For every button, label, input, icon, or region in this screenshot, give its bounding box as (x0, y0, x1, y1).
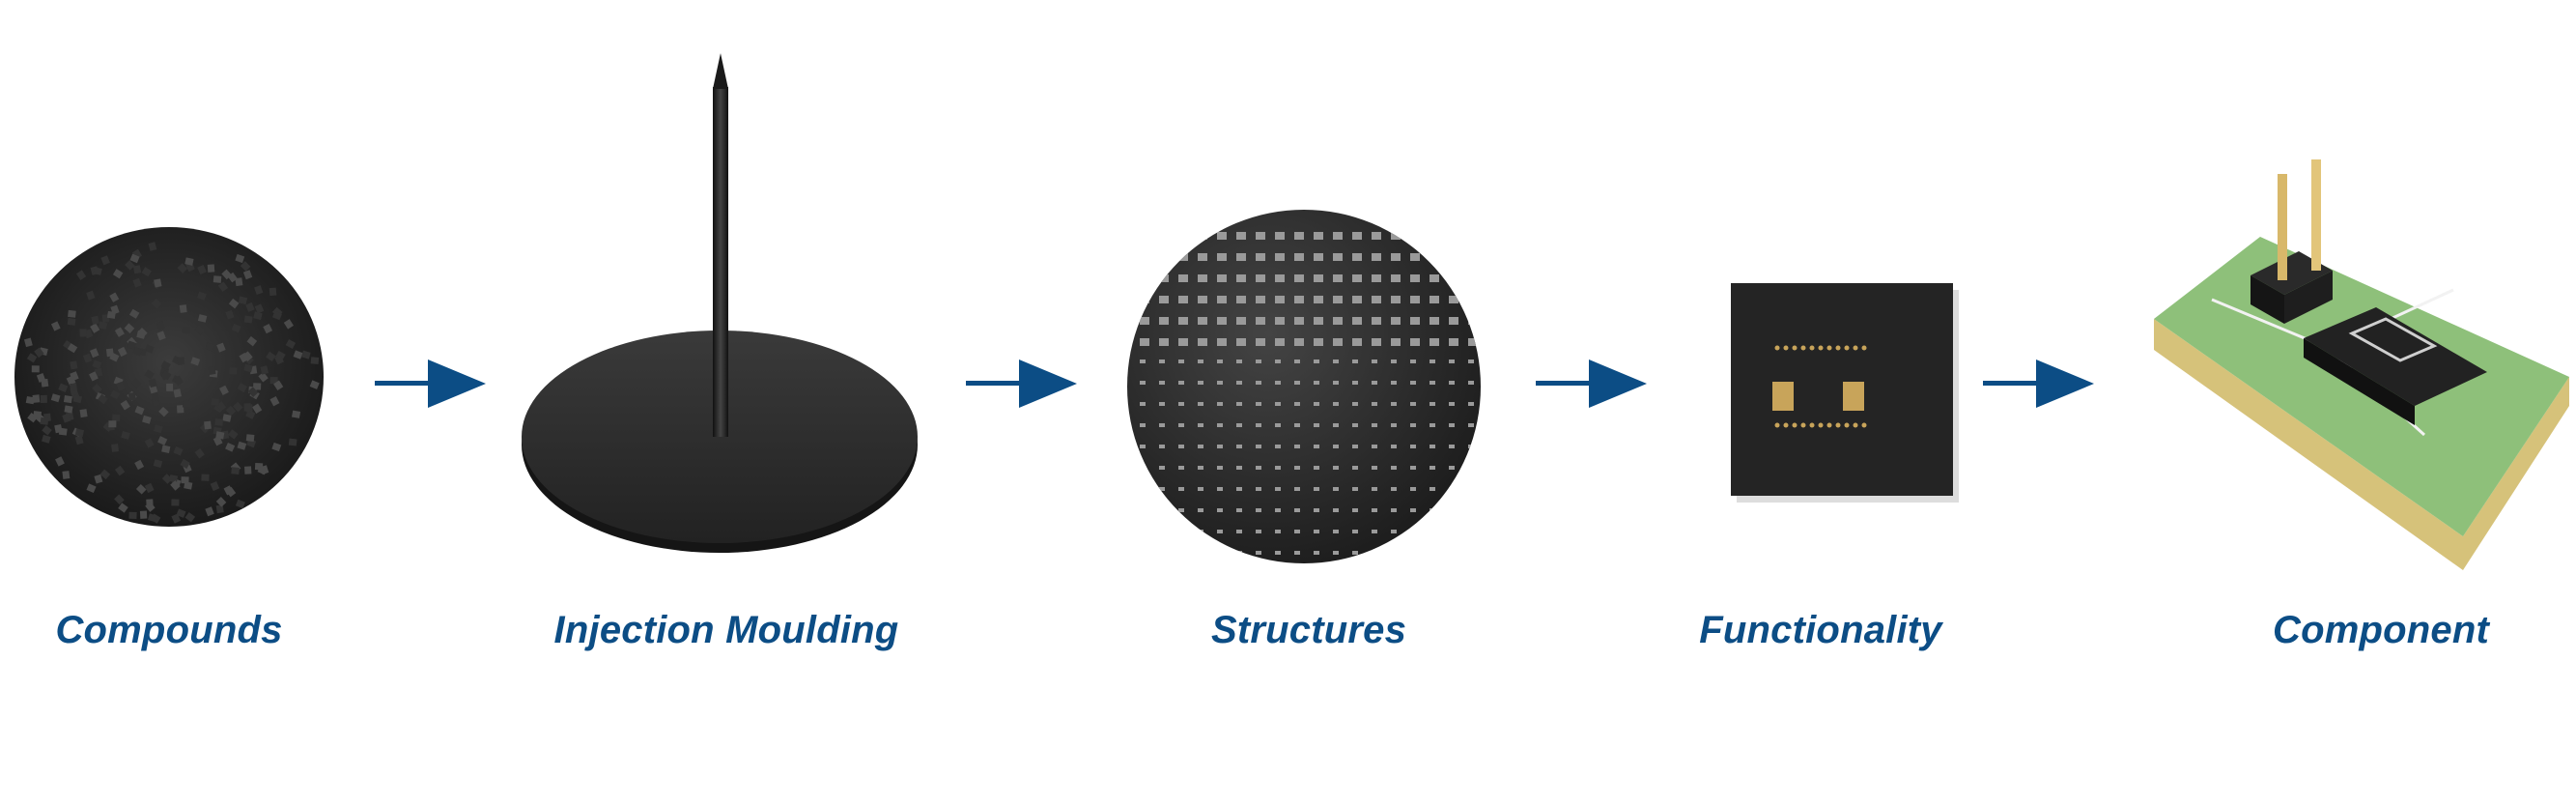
arrow-icon (375, 359, 486, 408)
pellets-icon (14, 227, 324, 527)
step-label-structures: Structures (1210, 609, 1407, 651)
pcb-component-icon (2154, 159, 2569, 570)
chip-icon (1731, 283, 1959, 503)
arrow-icon (966, 359, 1077, 408)
step-label-injection-moulding: Injection Moulding (553, 609, 899, 651)
moulded-disc-icon (522, 53, 918, 553)
wafer-icon (1127, 210, 1481, 563)
step-label-compounds: Compounds (55, 609, 283, 651)
arrow-icon (1983, 359, 2094, 408)
arrow-icon (1536, 359, 1647, 408)
step-label-component: Component (2273, 609, 2489, 651)
step-label-functionality: Functionality (1699, 609, 1942, 651)
